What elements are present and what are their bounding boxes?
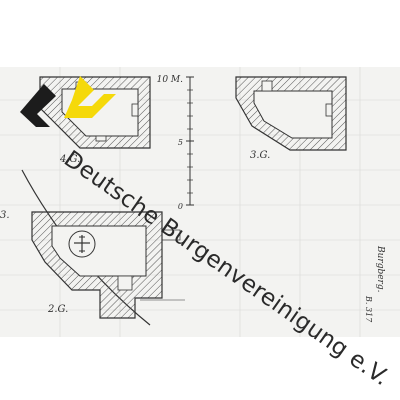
scale-label-mid: 5 [178, 138, 183, 147]
side-note-number: B. 317 [364, 295, 373, 323]
scale-label-bottom: 0 [178, 202, 183, 211]
plan-label-4g: 4.G. [59, 154, 80, 165]
plan-label-3g: 3.G. [250, 150, 270, 161]
side-note-burgberg: Burgberg. [375, 245, 385, 293]
burgen-logo-icon [20, 76, 116, 127]
plan-label-2g: 2.G. [47, 304, 68, 315]
scale-label-top: 10 M. [157, 75, 184, 85]
margin-mark: 3. [0, 210, 10, 221]
scale-bar: 10 M. 5 0 [157, 75, 194, 211]
plan-3g [235, 76, 347, 151]
plan-2g [21, 169, 185, 326]
